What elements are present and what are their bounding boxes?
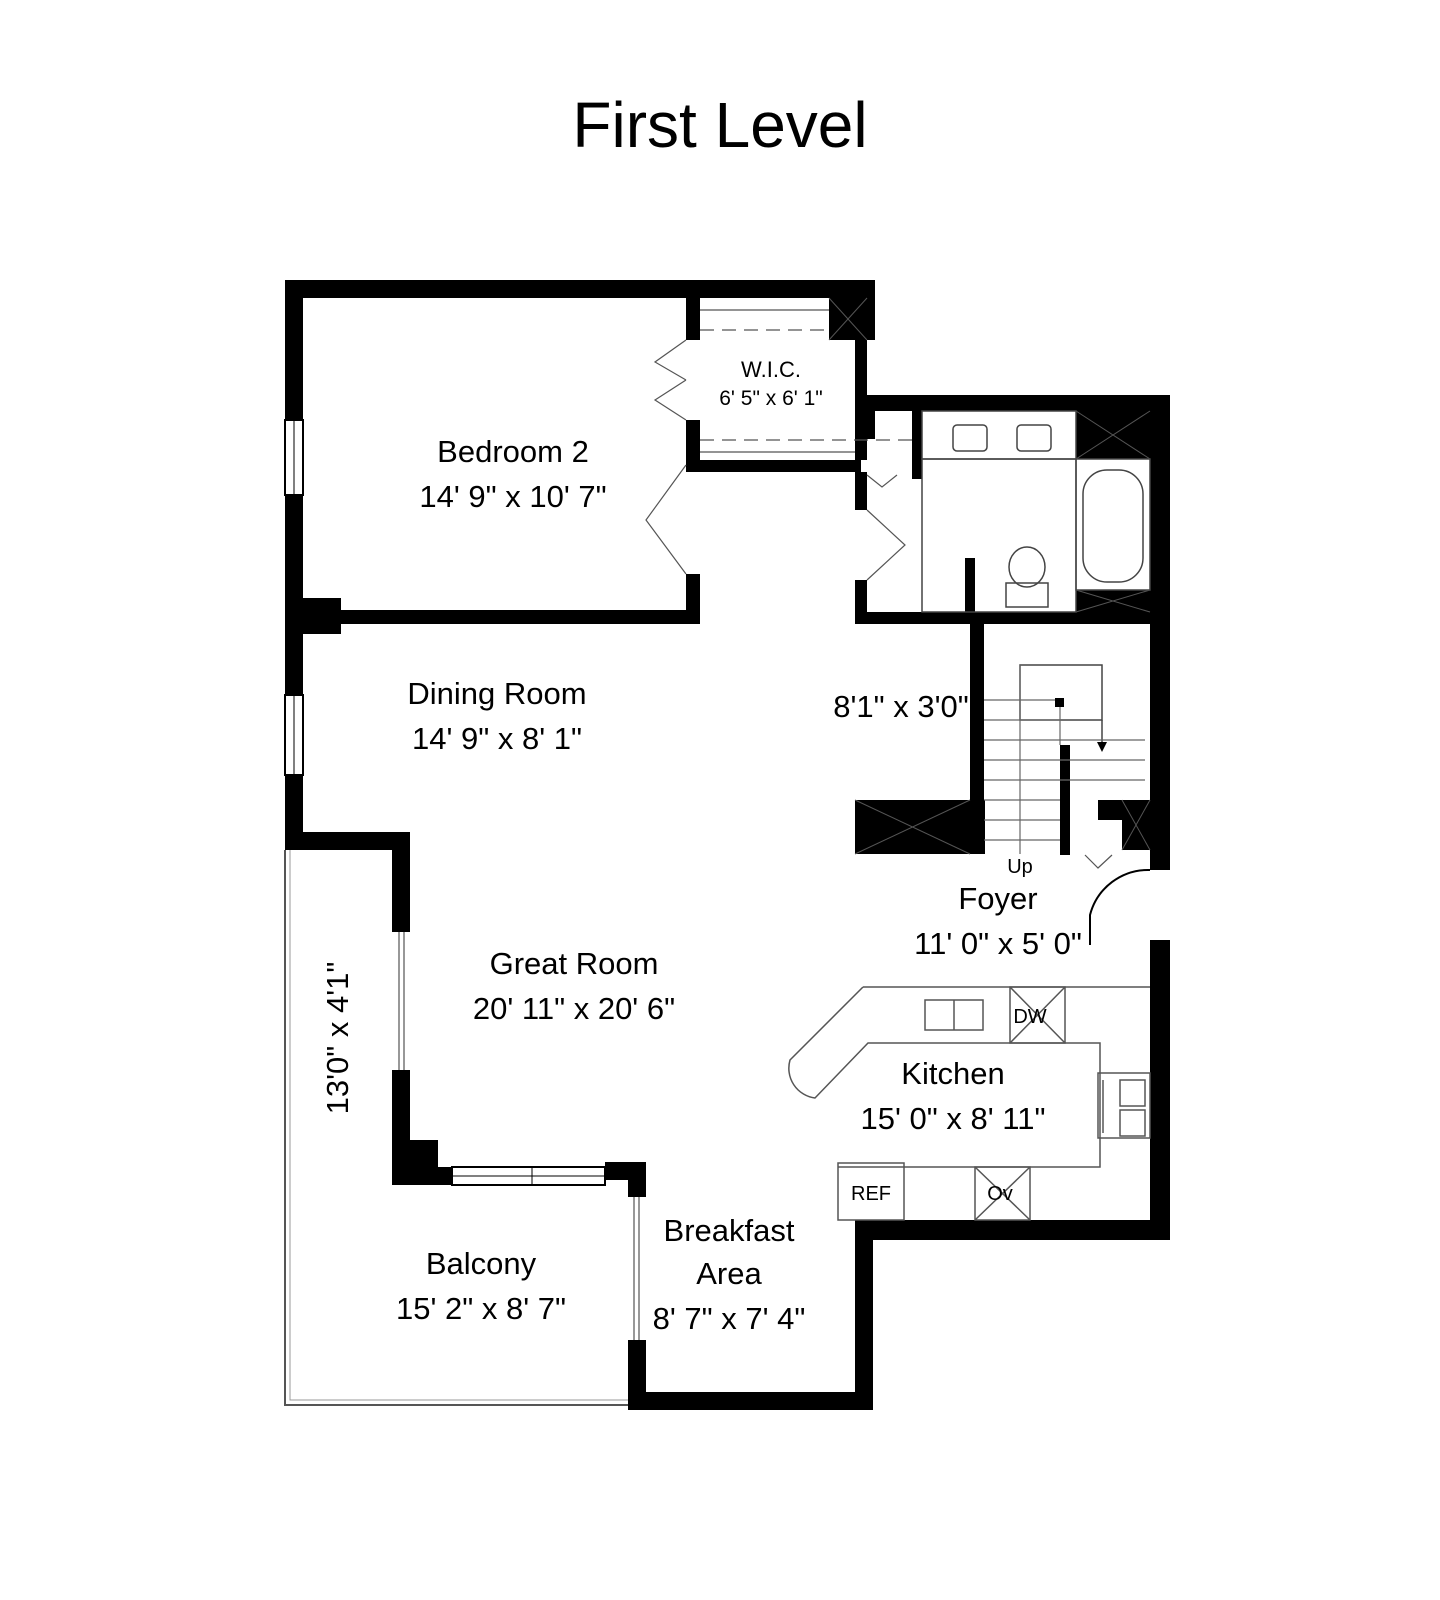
- dishwasher-label: DW: [1013, 1006, 1047, 1028]
- breakfast-area-name-line2: Area: [696, 1256, 762, 1291]
- wic-name: W.I.C.: [741, 357, 801, 382]
- foyer-name: Foyer: [958, 881, 1038, 916]
- foyer-dimensions: 11' 0" x 5' 0": [914, 926, 1082, 961]
- balcony-dimensions: 15' 2" x 8' 7": [395, 1291, 567, 1326]
- refrigerator-label: REF: [851, 1183, 891, 1205]
- dining-room-name: Dining Room: [407, 676, 587, 711]
- bedroom-2-name: Bedroom 2: [437, 434, 589, 469]
- kitchen-dimensions: 15' 0" x 8' 11": [860, 1101, 1046, 1136]
- great-room-name: Great Room: [489, 946, 659, 981]
- walkway-dimensions: 13'0" x 4'1": [320, 961, 355, 1115]
- dining-room-dimensions: 14' 9" x 8' 1": [411, 721, 583, 756]
- floor-title: First Level: [572, 89, 868, 161]
- closet-dimensions: 8'1" x 3'0": [833, 689, 969, 724]
- balcony-name: Balcony: [425, 1246, 537, 1281]
- walls: [285, 280, 1170, 1410]
- wic-dimensions: 6' 5" x 6' 1": [719, 387, 823, 410]
- stairs-up-label: Up: [1007, 856, 1033, 878]
- bedroom-2-dimensions: 14' 9" x 10' 7": [419, 479, 607, 514]
- great-room-dimensions: 20' 11" x 20' 6": [472, 991, 676, 1026]
- kitchen-name: Kitchen: [901, 1056, 1005, 1091]
- breakfast-area-name-line1: Breakfast: [663, 1213, 795, 1248]
- oven-label: Ov: [987, 1183, 1013, 1205]
- breakfast-area-dimensions: 8' 7" x 7' 4": [652, 1301, 806, 1336]
